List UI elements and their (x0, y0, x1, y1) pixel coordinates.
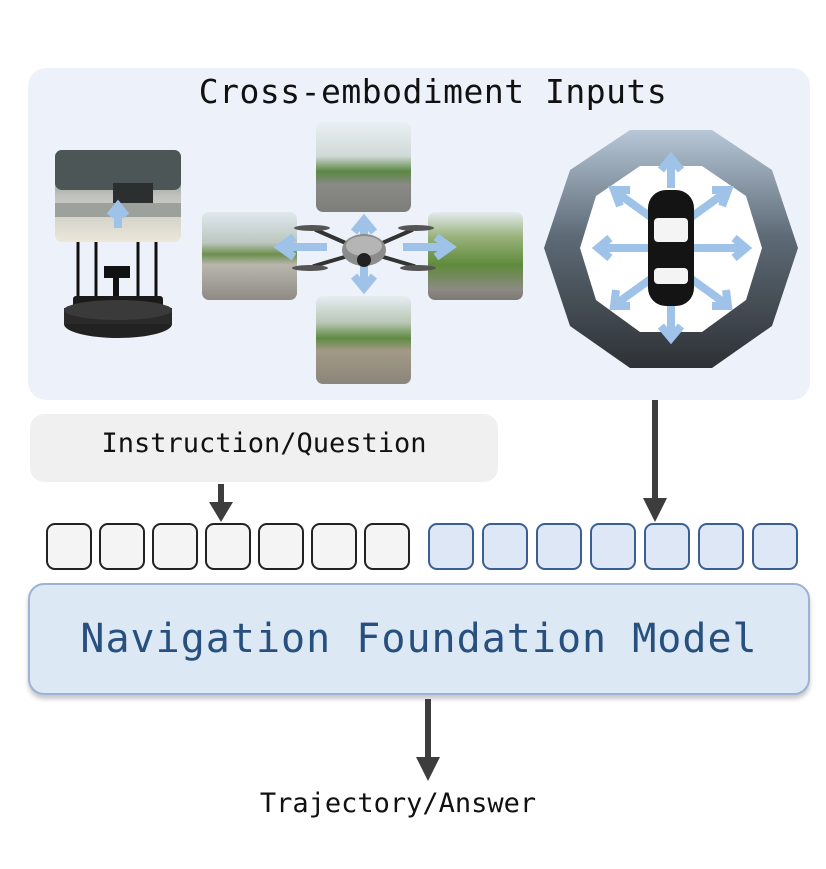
wheeled-robot-icon (55, 150, 181, 338)
drone-left-view-image (202, 212, 297, 300)
left-arrow-icon (273, 233, 327, 261)
visual-token (428, 523, 474, 570)
model-label: Navigation Foundation Model (80, 616, 758, 662)
instruction-question-label: Instruction/Question (101, 428, 427, 459)
drone-front-view-image (316, 122, 411, 212)
car-surround-view-icon (544, 130, 798, 368)
visual-input-arrow (643, 400, 667, 522)
drone-icon (292, 213, 436, 295)
output-arrow (416, 699, 440, 781)
inputs-title: Cross-embodiment Inputs (198, 72, 668, 111)
instruction-token (364, 523, 410, 570)
instruction-token (205, 523, 251, 570)
instruction-token (311, 523, 357, 570)
visual-token (698, 523, 744, 570)
visual-token (644, 523, 690, 570)
visual-token (536, 523, 582, 570)
instruction-question-box (30, 414, 498, 482)
right-arrow-icon (403, 233, 457, 261)
navigation-foundation-model-box (28, 583, 810, 695)
instruction-token (258, 523, 304, 570)
drone-back-view-image (316, 296, 411, 384)
visual-token (590, 523, 636, 570)
visual-token (482, 523, 528, 570)
instruction-token (152, 523, 198, 570)
visual-token (752, 523, 798, 570)
instruction-token (99, 523, 145, 570)
output-label: Trajectory/Answer (259, 788, 537, 819)
instruction-arrow (209, 484, 233, 522)
instruction-token (46, 523, 92, 570)
